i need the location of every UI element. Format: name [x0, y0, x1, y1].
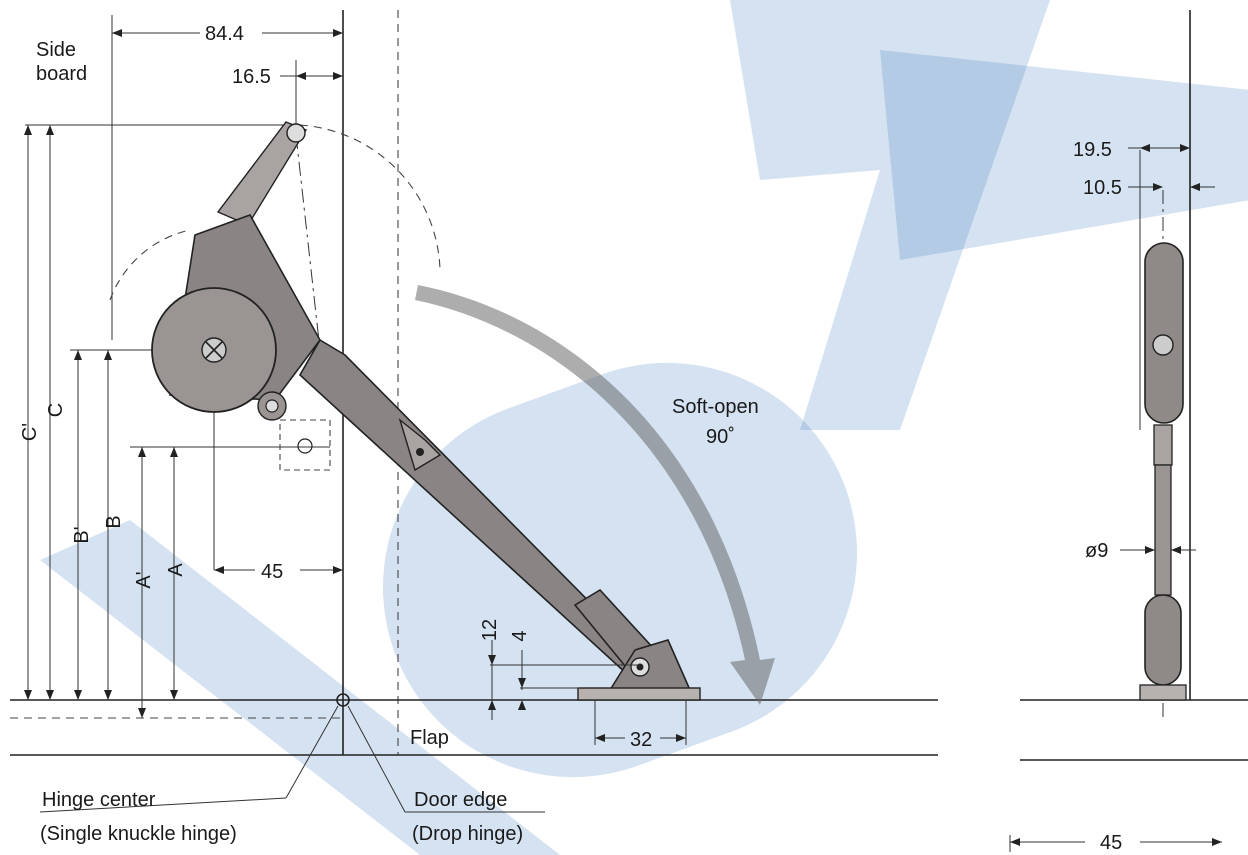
bracket-dimensions [488, 640, 687, 745]
stay-mechanism [109, 121, 701, 701]
side-rod [1154, 464, 1172, 596]
dim-32: 32 [630, 729, 652, 751]
dim-45-side: 45 [1100, 832, 1122, 854]
dim-b: B [103, 515, 125, 528]
dim-10-5: 10.5 [1083, 177, 1122, 199]
hinge-center-note: (Single knuckle hinge) [40, 823, 237, 845]
dim-o9: ø9 [1085, 540, 1108, 562]
dim-letter-labels: C' C B' B A' A [19, 403, 187, 589]
dim-c: C [45, 403, 67, 417]
soft-open-angle: 90˚ [706, 426, 735, 448]
soft-open-label: Soft-open [672, 396, 759, 418]
side-board-label-line1: Side [36, 39, 76, 61]
dim-a: A [165, 563, 187, 577]
dim-45-main: 45 [261, 561, 283, 583]
dim-19-5: 19.5 [1073, 139, 1112, 161]
soft-open-arrow [415, 285, 775, 705]
side-board-label-line2: board [36, 63, 87, 85]
dim-16-5: 16.5 [232, 66, 271, 88]
door-edge-label: Door edge [414, 789, 507, 811]
dim-b-prime: B' [71, 526, 93, 543]
vertical-dimensions [24, 124, 330, 718]
leader-lines [39, 705, 545, 813]
flap-label: Flap [410, 727, 449, 749]
dim-12: 12 [479, 619, 501, 641]
door-edge-note: (Drop hinge) [412, 823, 523, 845]
side-damper [1144, 242, 1184, 424]
dim-84-4: 84.4 [205, 23, 244, 45]
hinge-center-mark [336, 693, 350, 707]
dim-a-prime: A' [133, 571, 155, 588]
watermark [40, 0, 1248, 855]
dim-4: 4 [509, 630, 531, 641]
dim-c-prime: C' [19, 423, 41, 441]
hinge-center-label: Hinge center [42, 789, 156, 811]
side-view [1009, 10, 1248, 852]
